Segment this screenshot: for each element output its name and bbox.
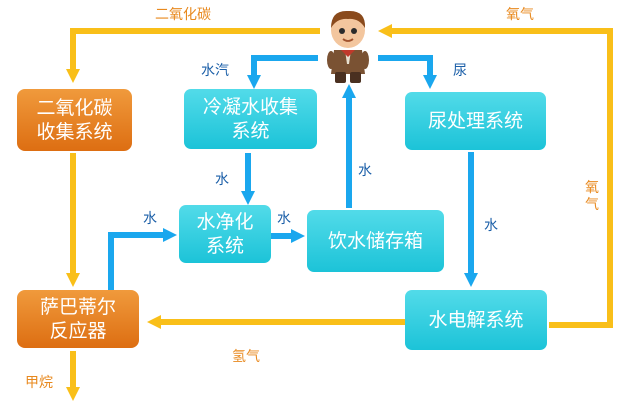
box-label-line: 冷凝水收集 — [202, 96, 298, 118]
box-label-line: 尿处理系统 — [427, 110, 523, 132]
urine-flow-label: 尿 — [453, 63, 467, 79]
tank-water-flow-label: 水 — [358, 163, 372, 179]
astronaut-figure-icon — [327, 10, 369, 83]
box-label-line: 系统 — [205, 235, 244, 257]
box-label-line: 饮水储存箱 — [327, 230, 423, 252]
drinking-water-tank-box: 饮水储存箱 — [307, 210, 444, 272]
sabatier-reactor-box: 萨巴蒂尔反应器 — [17, 290, 139, 348]
co2-flow-label: 二氧化碳 — [155, 7, 211, 23]
hydrogen-flow-label: 氢气 — [232, 349, 260, 365]
urine-water-flow-label: 水 — [484, 218, 498, 234]
oxygen-flow-arrow — [378, 24, 613, 328]
condensate-collection-system-box: 冷凝水收集系统 — [184, 89, 317, 149]
reactor-water-flow-arrow — [108, 228, 177, 290]
co2-collection-system-box: 二氧化碳收集系统 — [17, 89, 132, 151]
water-vapor-flow-label: 水汽 — [201, 63, 229, 79]
box-label-line: 萨巴蒂尔 — [39, 296, 116, 318]
urine-flow-arrow — [378, 55, 437, 89]
oxygen-flow-label: 氧气 — [506, 7, 534, 23]
box-label-line: 反应器 — [49, 320, 107, 342]
purified-water-flow-label: 水 — [277, 211, 291, 227]
reactor-water-flow-label: 水 — [143, 211, 157, 227]
box-label-line: 水电解系统 — [428, 309, 524, 331]
box-label-line: 系统 — [231, 120, 270, 142]
box-label-line: 水净化 — [196, 211, 254, 233]
water-electrolysis-system-box: 水电解系统 — [405, 290, 547, 350]
oxygen-vertical-flow-label: 氧气 — [585, 180, 599, 213]
methane-flow-label: 甲烷 — [25, 375, 53, 391]
co2-flow-arrow — [66, 28, 320, 83]
box-label-line: 收集系统 — [36, 121, 113, 143]
condensate-water-flow-label: 水 — [215, 172, 229, 188]
water-purification-system-box: 水净化系统 — [179, 205, 271, 263]
box-label-line: 二氧化碳 — [36, 97, 113, 119]
urine-processing-system-box: 尿处理系统 — [405, 92, 546, 150]
water-vapor-flow-arrow — [247, 55, 318, 89]
